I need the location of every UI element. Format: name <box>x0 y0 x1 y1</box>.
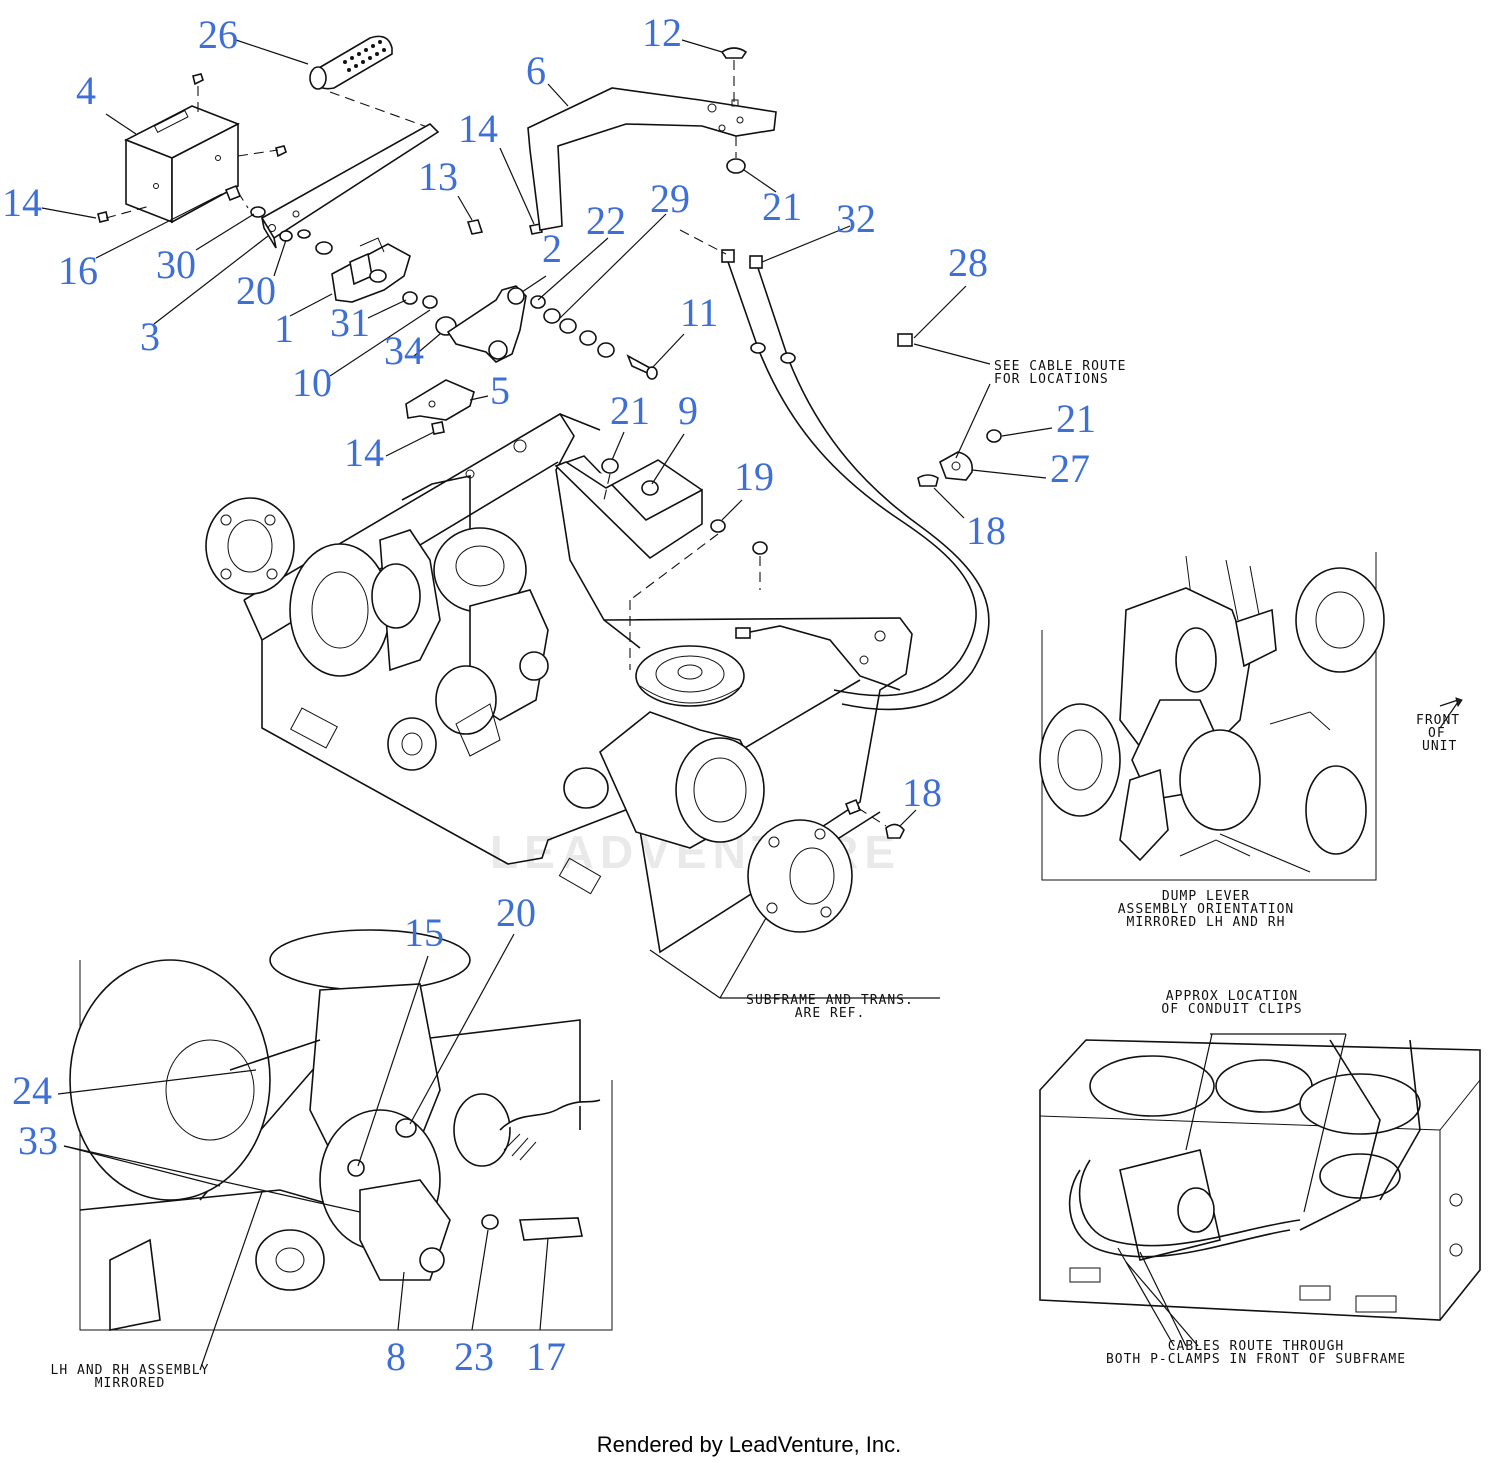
subframe-assembly <box>205 412 913 954</box>
callout-21: 21 <box>762 184 802 229</box>
callout-21: 21 <box>610 388 650 433</box>
callout-11: 11 <box>680 290 719 335</box>
note-line: MIRRORED LH AND RH <box>1127 915 1286 930</box>
callout-1: 1 <box>274 306 294 351</box>
grip-handle-part <box>309 35 393 90</box>
note-line: FOR LOCATIONS <box>994 372 1109 387</box>
callout-2: 2 <box>542 226 562 271</box>
callout-33: 33 <box>18 1118 58 1163</box>
lever-arm-part <box>260 123 440 249</box>
note-line: UNIT <box>1422 739 1457 754</box>
callout-19: 19 <box>734 454 774 499</box>
control-cables <box>679 229 990 711</box>
callout-15: 15 <box>404 910 444 955</box>
note-line: FRONT <box>1416 713 1460 728</box>
cable-route-detail-view <box>1039 1033 1481 1347</box>
callout-27: 27 <box>1050 446 1090 491</box>
callout-23: 23 <box>454 1334 494 1379</box>
exploded-parts <box>97 35 777 435</box>
note-line: BOTH P-CLAMPS IN FRONT OF SUBFRAME <box>1106 1352 1406 1367</box>
callout-34: 34 <box>384 328 424 373</box>
callout-20: 20 <box>496 890 536 935</box>
note-line: MIRRORED <box>95 1376 166 1391</box>
callout-31: 31 <box>330 300 370 345</box>
note-line: CABLES ROUTE THROUGH <box>1168 1339 1345 1354</box>
lever-cover-part <box>124 105 240 224</box>
callout-12: 12 <box>642 10 682 55</box>
callout-8: 8 <box>386 1334 406 1379</box>
callout-20: 20 <box>236 268 276 313</box>
callout-3: 3 <box>140 314 160 359</box>
p-clamp-hardware <box>897 333 1002 487</box>
callout-28: 28 <box>948 240 988 285</box>
callout-13: 13 <box>418 154 458 199</box>
note-line: ARE REF. <box>795 1006 866 1021</box>
note-line: APPROX LOCATION <box>1166 989 1298 1004</box>
note-line: SEE CABLE ROUTE <box>994 359 1126 374</box>
callout-14: 14 <box>458 106 498 151</box>
callout-leaders <box>41 39 1053 1371</box>
washer-parts <box>530 295 615 358</box>
note-line: ASSEMBLY ORIENTATION <box>1118 902 1295 917</box>
callout-29: 29 <box>650 176 690 221</box>
note-line: DUMP LEVER <box>1162 889 1250 904</box>
callout-30: 30 <box>156 242 196 287</box>
dump-lever-detail-view <box>1039 552 1463 881</box>
callout-16: 16 <box>58 248 98 293</box>
pivot-bracket-part <box>331 237 411 303</box>
mounting-bracket-part <box>527 87 777 231</box>
callout-14: 14 <box>2 180 42 225</box>
callout-18: 18 <box>902 770 942 815</box>
note-subframe: SUBFRAME AND TRANS.ARE REF. <box>746 993 914 1021</box>
callout-10: 10 <box>292 360 332 405</box>
callout-6: 6 <box>526 48 546 93</box>
callout-14: 14 <box>344 430 384 475</box>
dump-arm-part <box>446 285 527 363</box>
callout-18: 18 <box>966 508 1006 553</box>
note-line: SUBFRAME AND TRANS. <box>746 993 914 1008</box>
note-line: OF CONDUIT CLIPS <box>1161 1002 1302 1017</box>
callout-22: 22 <box>586 198 626 243</box>
callout-9: 9 <box>678 388 698 433</box>
callout-17: 17 <box>526 1334 566 1379</box>
footer-credit: Rendered by LeadVenture, Inc. <box>597 1432 902 1457</box>
callout-21: 21 <box>1056 396 1096 441</box>
small-bracket-part <box>405 379 475 421</box>
callout-24: 24 <box>12 1068 52 1113</box>
spring-assembly-detail-view <box>69 929 613 1331</box>
note-line: OF <box>1428 726 1446 741</box>
callout-32: 32 <box>836 196 876 241</box>
callout-4: 4 <box>76 68 96 113</box>
callout-5: 5 <box>490 368 510 413</box>
callout-26: 26 <box>198 12 238 57</box>
note-line: LH AND RH ASSEMBLY <box>51 1363 210 1378</box>
